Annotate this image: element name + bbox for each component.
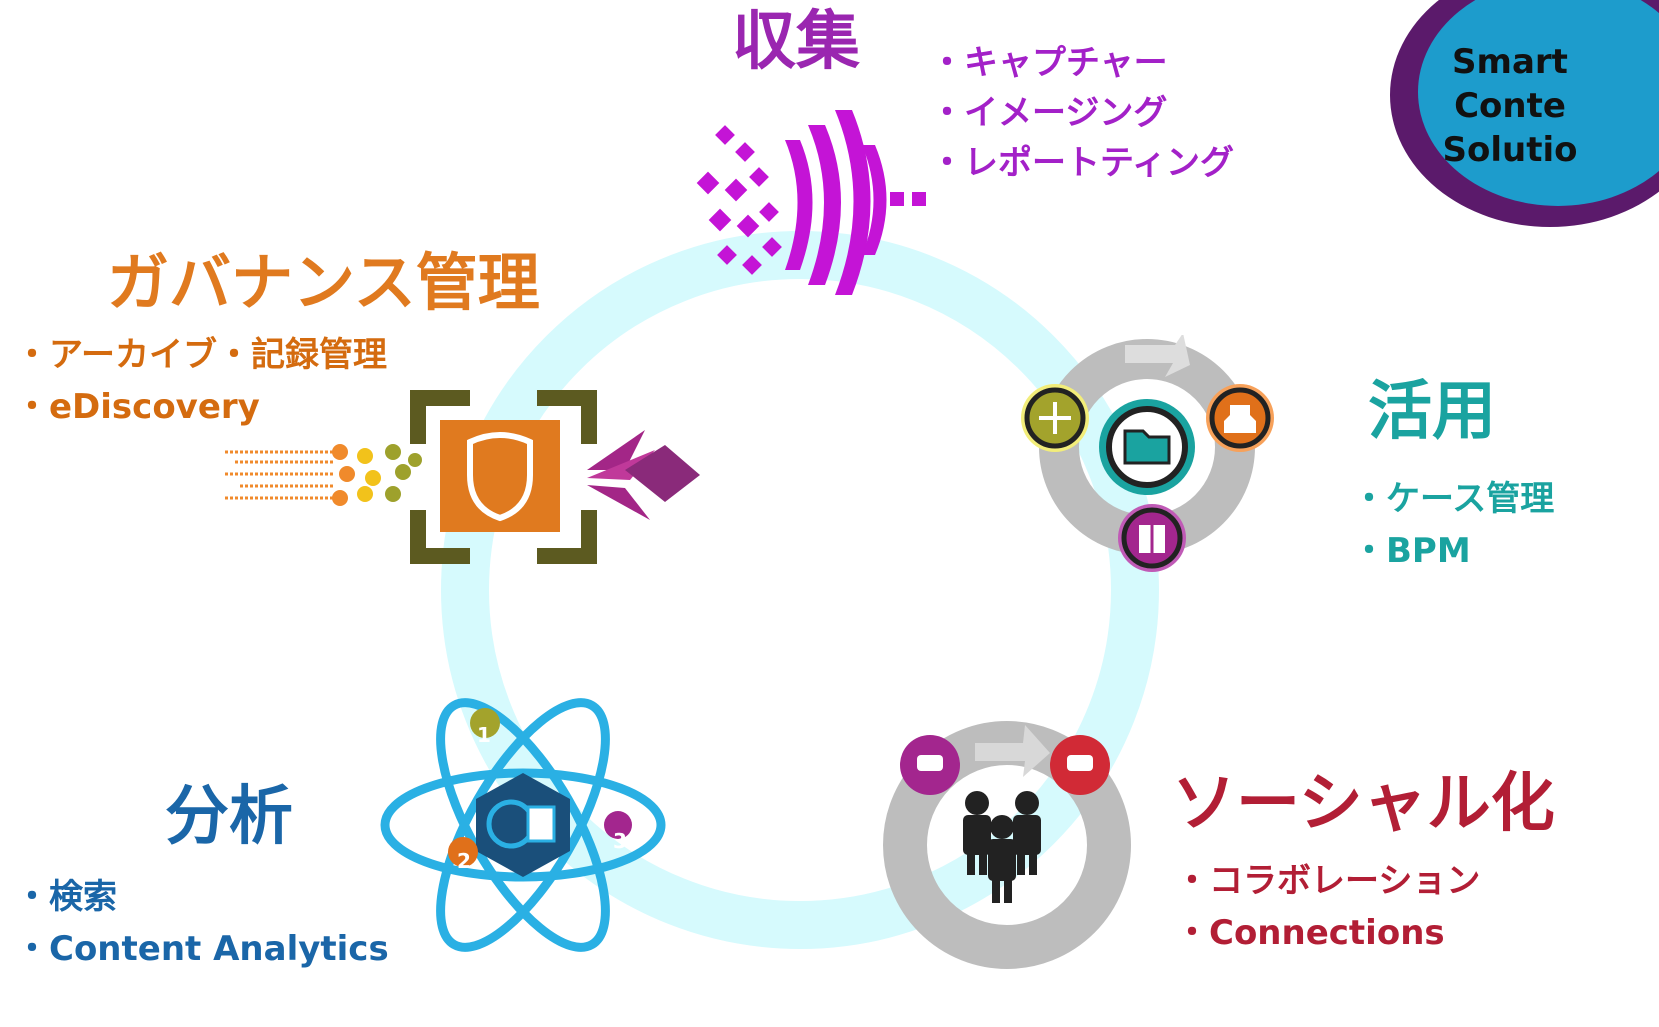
badge-line-2: Conte [1454,86,1566,126]
govern-item: ・eDiscovery [15,387,260,427]
analyze-items: ・検索 ・Content Analytics [15,880,389,966]
collect-item: ・イメージング [930,93,1168,133]
collect-title: 収集 [732,5,860,79]
shield-frame-icon [225,390,705,565]
smart-content-badge: Smart Conte Solutio [1390,0,1659,250]
collect-items: ・キャプチャー ・イメージング ・レポートティング [930,46,1234,180]
collect-item: ・キャプチャー [930,43,1168,83]
analyze-item: ・Content Analytics [15,929,389,969]
social-items: ・コラボレーション ・Connections [1175,864,1480,950]
dispersing-squares-icon [690,100,940,300]
collect-item: ・レポートティング [930,143,1234,183]
govern-title: ガバナンス管理 [107,246,540,319]
govern-items: ・アーカイブ・記録管理 ・eDiscovery [15,338,387,424]
use-title: 活用 [1368,375,1496,449]
people-cycle-icon [875,715,1140,975]
use-item: ・BPM [1352,531,1471,571]
social-item: ・コラボレーション [1175,861,1481,901]
social-item: ・Connections [1175,913,1445,953]
orbit-label-2: 2 [457,849,471,873]
use-item: ・ケース管理 [1352,479,1555,519]
orbit-label-1: 1 [477,723,491,747]
govern-item: ・アーカイブ・記録管理 [15,335,387,375]
analyze-title: 分析 [165,780,293,854]
social-title: ソーシャル化 [1172,767,1555,841]
analyze-item: ・検索 [15,877,117,917]
folder-cycle-icon [1015,335,1285,580]
atom-icon: 1 2 3 [378,685,668,980]
use-items: ・ケース管理 ・BPM [1352,482,1554,568]
badge-line-3: Solutio [1442,130,1578,170]
orbit-label-3: 3 [613,829,627,853]
badge-line-1: Smart [1452,42,1568,82]
